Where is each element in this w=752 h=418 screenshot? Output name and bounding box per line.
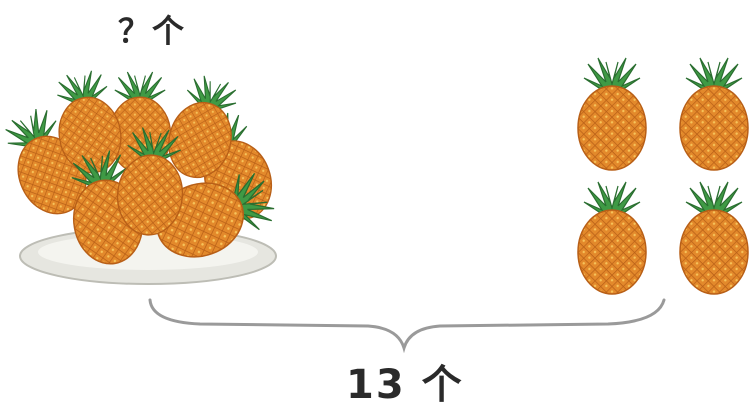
pineapple-icon [679,57,749,171]
pineapple-pile-on-plate-icon [0,66,283,285]
total-count-label: 13 个 [346,362,464,408]
unknown-count-label: ？个 [118,12,187,50]
pineapple-icon [679,181,749,295]
curly-brace-icon [148,298,666,354]
pineapple-group-right [577,57,749,295]
pineapple-icon [577,181,647,295]
pineapple-icon [577,57,647,171]
